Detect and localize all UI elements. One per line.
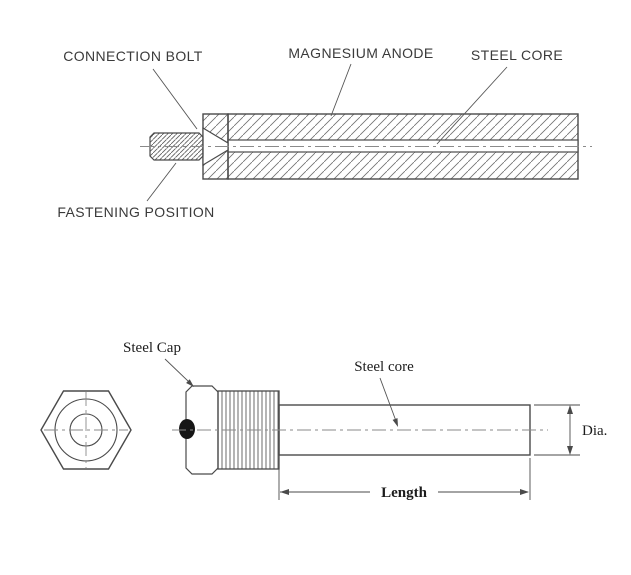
steel-core-label: STEEL CORE — [471, 47, 563, 63]
steel-core-section — [227, 139, 579, 153]
length-label: Length — [381, 485, 428, 501]
fastening-position-label: FASTENING POSITION — [57, 204, 214, 220]
section-view: CONNECTION BOLT MAGNESIUM ANODE STEEL CO… — [57, 45, 592, 220]
fastening-position-leader — [146, 162, 177, 202]
seal-dot — [179, 419, 195, 439]
dia-arrow-up — [567, 405, 573, 414]
magnesium-anode-label: MAGNESIUM ANODE — [288, 45, 433, 61]
dia-arrow-down — [567, 446, 573, 455]
steel-core-callout-line — [379, 377, 397, 422]
steel-core-arrowhead — [392, 418, 398, 427]
dimension-view: Steel Cap Steel core Dia. Length — [40, 340, 607, 501]
connection-bolt-label: CONNECTION BOLT — [63, 48, 203, 64]
magnesium-anode-leader — [330, 63, 352, 117]
length-arrow-right — [520, 489, 529, 495]
length-arrow-left — [280, 489, 289, 495]
steel-core-leader — [436, 66, 508, 145]
hex-head-end-view — [40, 390, 132, 470]
steel-cap-arrowhead — [186, 379, 194, 387]
steel-core-callout-label: Steel core — [354, 359, 414, 375]
steel-cap-label: Steel Cap — [123, 340, 181, 356]
connection-bolt-leader — [152, 68, 198, 130]
dia-label: Dia. — [582, 423, 607, 439]
steel-cap-callout-line — [164, 358, 190, 383]
